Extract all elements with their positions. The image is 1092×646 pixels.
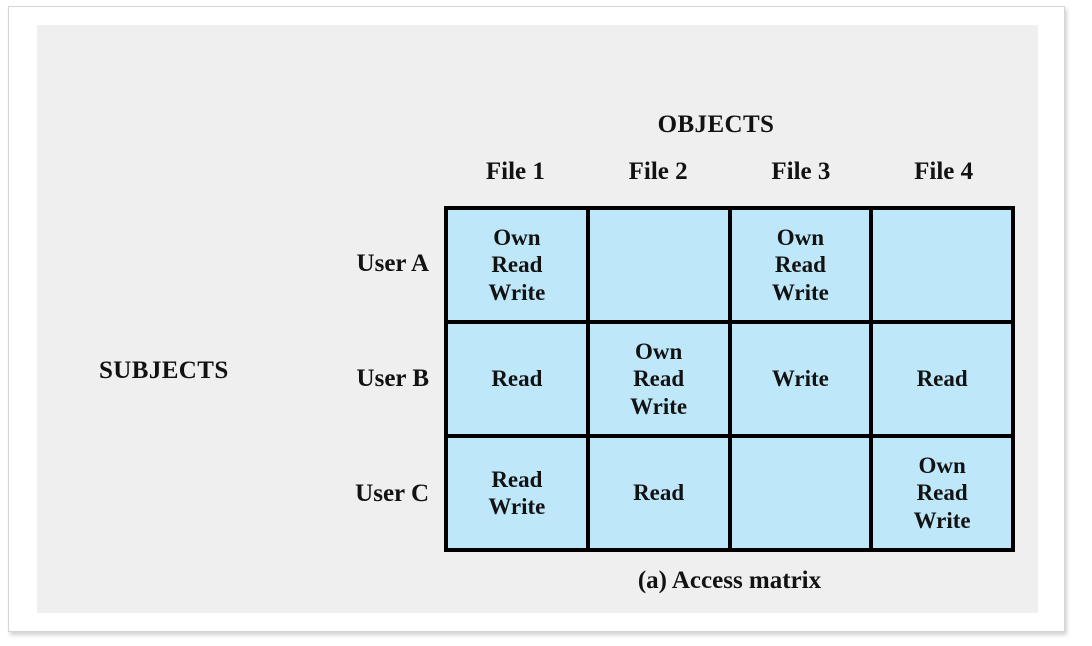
column-header-file-3: File 3: [771, 158, 831, 185]
objects-axis-heading: OBJECTS: [657, 111, 775, 138]
matrix-cell-r3-c3[interactable]: [731, 438, 870, 548]
permission-label: Write: [488, 494, 546, 519]
matrix-cell-r1-c4[interactable]: [873, 210, 1011, 320]
permission-label: Read: [633, 480, 685, 506]
permission-label: Read: [774, 252, 826, 278]
permission-label: Read: [491, 466, 543, 492]
permission-label: Write: [630, 393, 688, 419]
row-label-column: User A User B User C: [277, 206, 429, 552]
figure-card: OBJECTS File 1 File 2 File 3 File 4 SUBJECT…: [8, 6, 1065, 632]
permission-label: Write: [771, 279, 829, 305]
permission-label: Read: [916, 480, 968, 506]
permission-label: Write: [771, 366, 829, 392]
permission-label: Own: [918, 452, 966, 478]
column-header-file-4: File 4: [914, 158, 974, 185]
matrix-cell-r2-c4[interactable]: Read: [873, 324, 1011, 434]
row-label-user-b: User B: [356, 364, 429, 392]
permission-label: Write: [488, 279, 546, 305]
row-label-user-c: User C: [355, 480, 429, 508]
row-label-user-a: User A: [356, 249, 429, 277]
permission-label: Read: [916, 366, 968, 392]
column-header-file-1: File 1: [485, 158, 545, 185]
permission-label: Read: [491, 366, 543, 392]
permission-label: Own: [776, 224, 825, 250]
figure-plate: OBJECTS File 1 File 2 File 3 File 4 SUBJECT…: [37, 25, 1038, 613]
permission-label: Own: [634, 338, 683, 364]
permission-label: Read: [491, 252, 543, 278]
matrix-cell-r3-c2[interactable]: Read: [589, 438, 728, 548]
permission-label: Write: [913, 507, 971, 533]
column-header-row: File 1 File 2 File 3 File 4: [444, 158, 1015, 186]
figure-caption: (a) Access matrix: [637, 567, 822, 594]
matrix-cell-r2-c3[interactable]: Write: [731, 324, 870, 434]
column-header-file-2: File 2: [628, 158, 688, 185]
matrix-cell-r1-c2[interactable]: [589, 210, 728, 320]
matrix-cell-r2-c1[interactable]: Read: [448, 324, 586, 434]
permission-label: Read: [633, 366, 685, 392]
subjects-axis-heading: SUBJECTS: [99, 357, 229, 384]
permission-label: Own: [493, 224, 541, 250]
